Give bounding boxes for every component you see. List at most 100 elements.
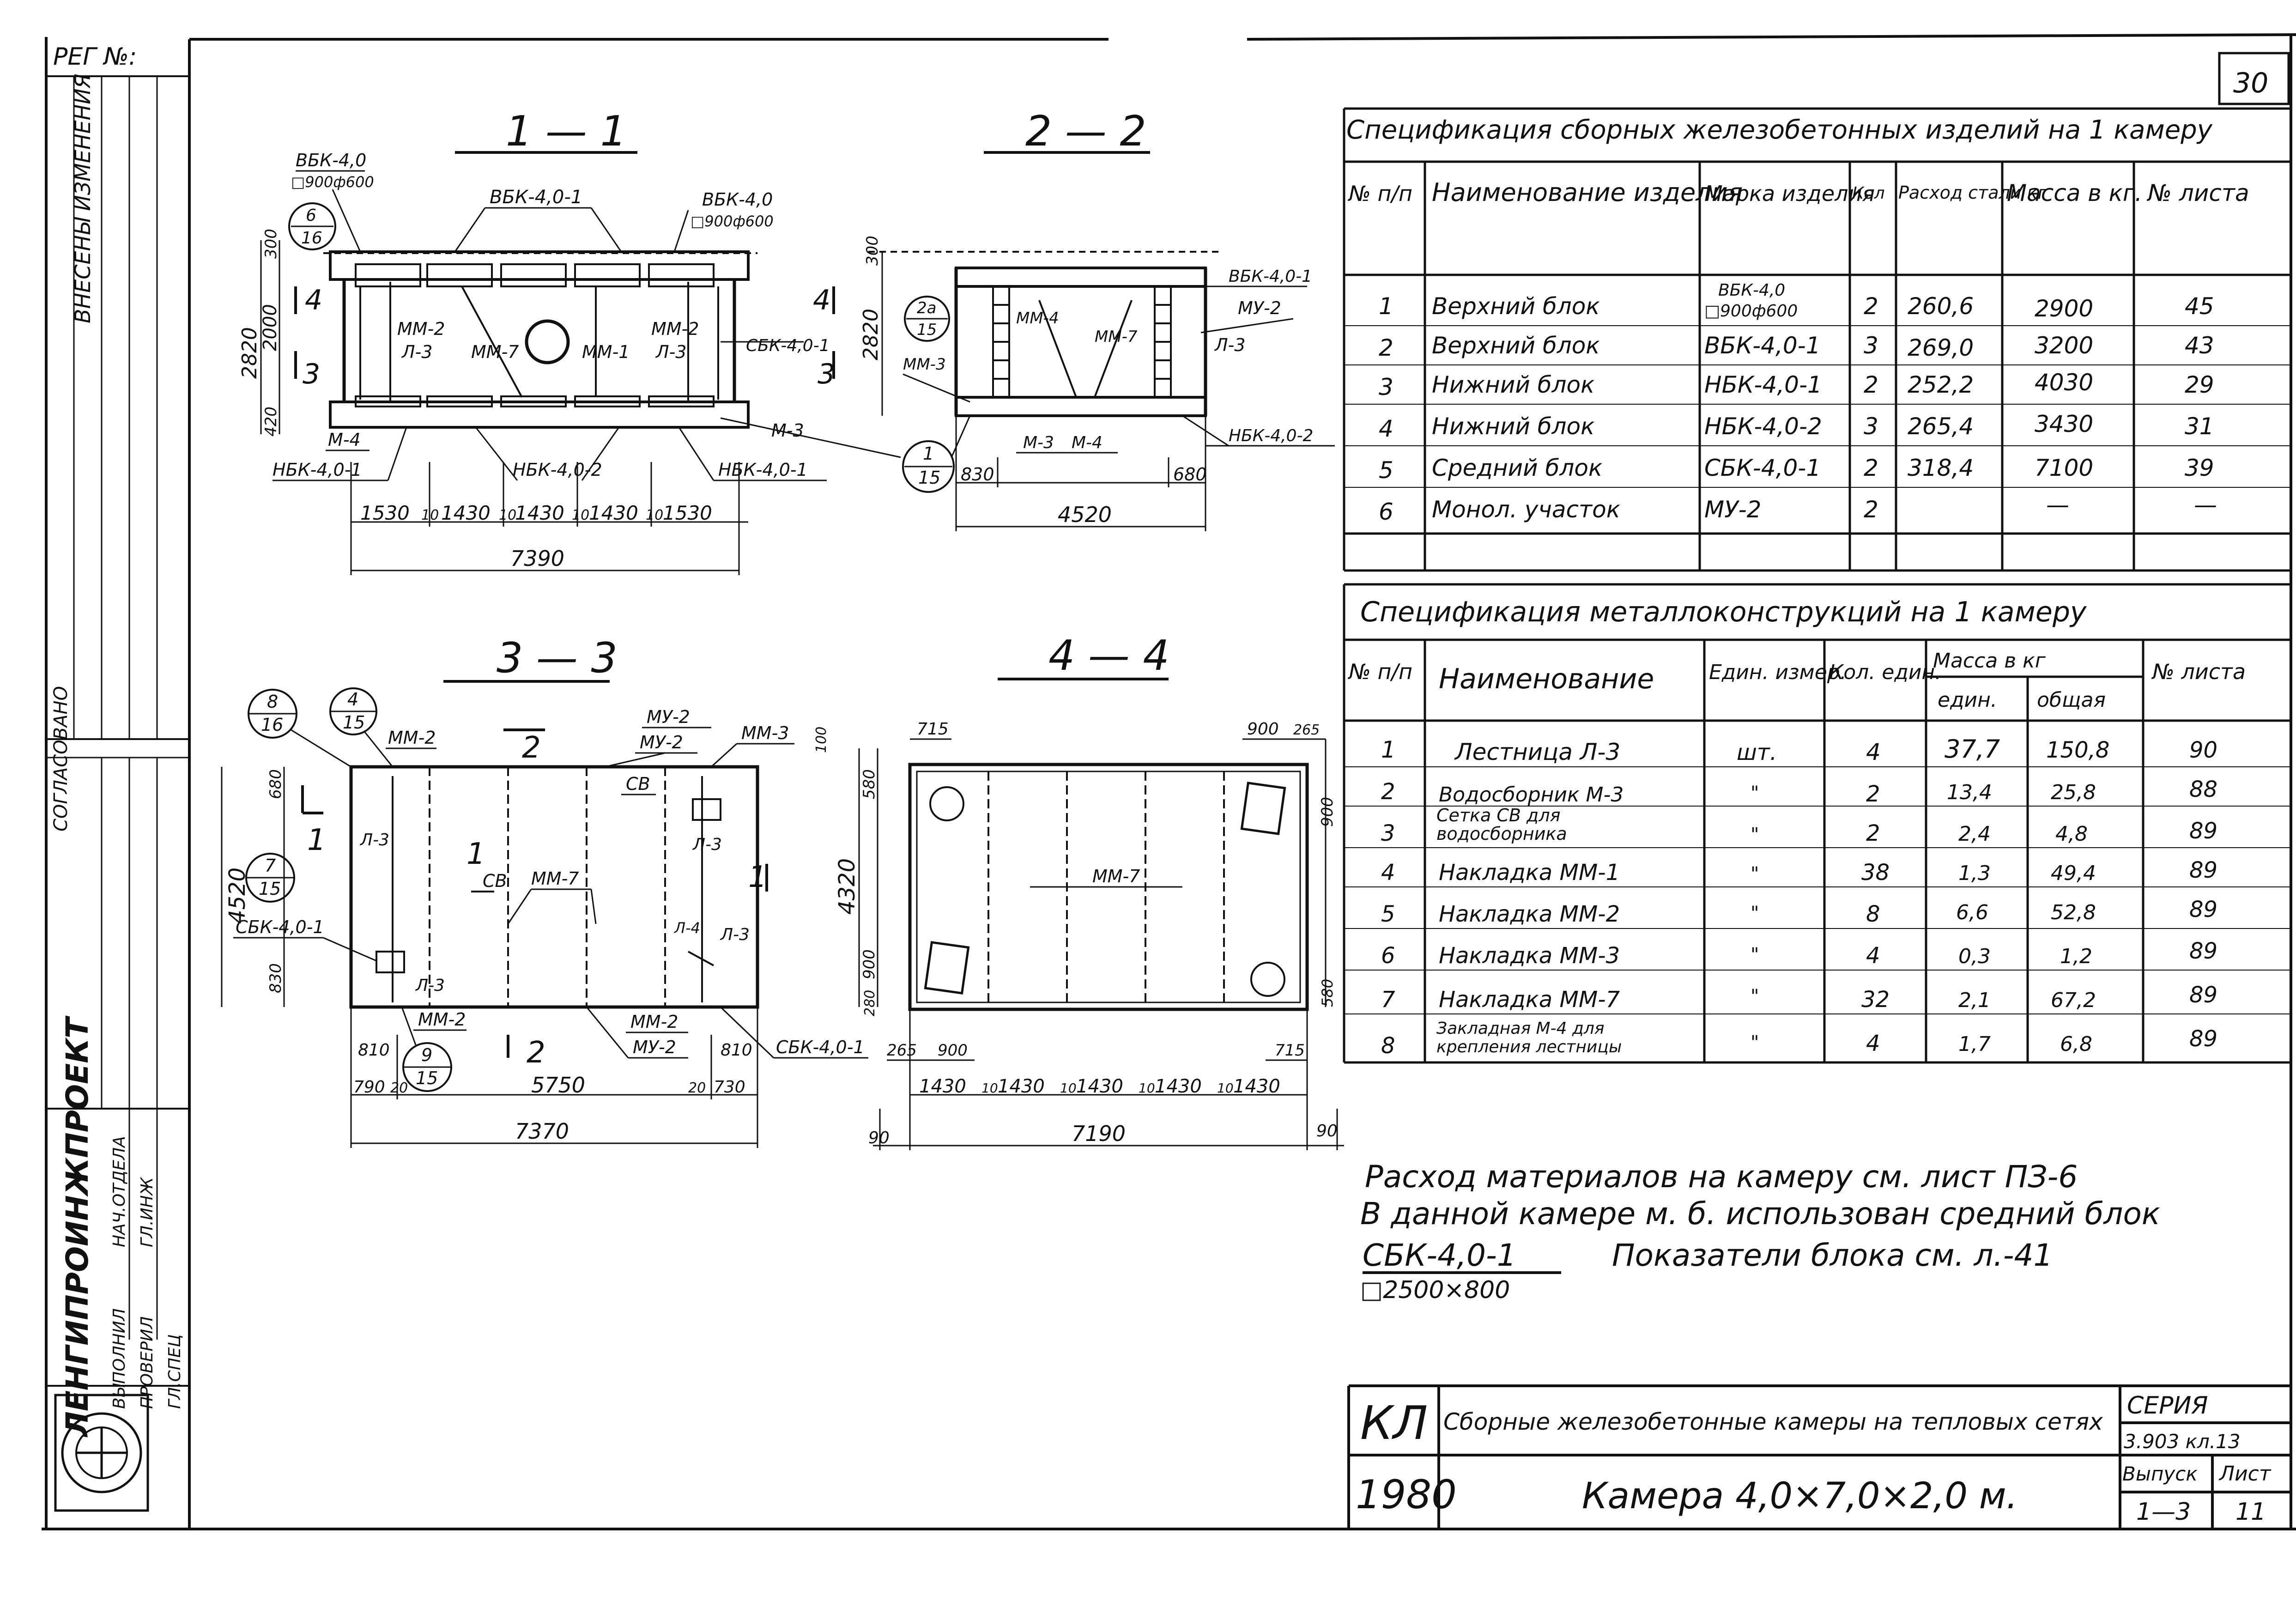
cell-qty: 2 — [1864, 293, 1878, 320]
cell-unit: " — [1751, 824, 1759, 845]
cell-no: 6 — [1379, 498, 1393, 525]
cell-name: Закладная М-4 для — [1436, 1019, 1605, 1038]
cell-name: Сетка СВ для — [1436, 805, 1560, 825]
cell-mass: — — [2046, 492, 2069, 518]
cell-qty: 4 — [1866, 1031, 1880, 1056]
s33-sbk401-right: СБК-4,0-1 — [776, 1037, 865, 1057]
tb-name: Камера 4,0×7,0×2,0 м. — [1582, 1475, 2017, 1517]
cell-no: 1 — [1381, 736, 1396, 763]
cell-qty: 3 — [1864, 413, 1878, 440]
s44-hatch-circle-tl — [929, 786, 964, 821]
table-row: 3 Нижний блок НБК-4,0-1 2 252,2 4030 29 — [1379, 369, 2214, 400]
s33-mu2-top2: МУ-2 — [640, 732, 683, 752]
section-2-2-title: 2 — 2 — [1025, 107, 1146, 156]
spec-precast-h-mass: Масса в кг. — [2007, 180, 2142, 206]
spec-precast-h-sheet: № листа — [2146, 180, 2249, 206]
s22-mm3: ММ-3 — [903, 355, 946, 374]
cell-name: Водосборник М-3 — [1439, 783, 1624, 807]
s22-callout-b — [902, 440, 955, 493]
s11-vbk40-label: ВБК-4,0 — [296, 150, 366, 170]
s11-mm7: ММ-7 — [471, 342, 519, 362]
s44-dim-w-total: 7190 — [1072, 1121, 1126, 1146]
s33-l3c: Л-3 — [415, 976, 445, 995]
s44-dim-g3: 10 — [1139, 1080, 1155, 1096]
sheet-number: 30 — [2233, 67, 2268, 99]
spec-metal-h-no: № п/п — [1347, 659, 1412, 684]
cell-sheet: 89 — [2189, 818, 2217, 844]
sheet-number-box: 30 — [2218, 52, 2290, 105]
s22-dim-w-right: 680 — [1173, 464, 1207, 485]
table-row: 4 Нижний блок НБК-4,0-2 3 265,4 3430 31 — [1379, 411, 2214, 442]
s11-l3-right: Л-3 — [655, 342, 686, 362]
spec-precast-h-name: Наименование изделия — [1432, 178, 1743, 207]
cell-qty: 38 — [1861, 860, 1890, 886]
cell-m-total: 1,2 — [2060, 945, 2092, 968]
stamp-line-2: ПРОВЕРИЛ — [138, 1317, 157, 1409]
s22-l3: Л-3 — [1214, 335, 1245, 355]
s11-dim-h-bot: 420 — [262, 407, 280, 437]
cell-m-unit: 2,1 — [1958, 989, 1991, 1012]
s33-cut2-bot: 2 — [527, 1036, 545, 1070]
cell-name: Накладка ММ-3 — [1439, 943, 1620, 969]
cell-m-total: 52,8 — [2051, 901, 2096, 924]
s33-callout-1-den: 16 — [261, 715, 283, 735]
s44-dim-h-top: 100 — [813, 727, 830, 753]
s11-dim-g2: 10 — [499, 507, 516, 523]
cell-m-unit: 0,3 — [1958, 945, 1991, 968]
s11-dim-w5: 1530 — [663, 502, 712, 524]
s33-dim-sub-left: 790 — [353, 1078, 385, 1097]
cell-unit: " — [1751, 944, 1759, 965]
s22-callout-b-num: 1 — [923, 443, 934, 464]
spec-metal-table: Спецификация металлоконструкций на 1 кам… — [1343, 583, 2291, 1064]
s11-vbk401-label: ВБК-4,0-1 — [490, 187, 582, 208]
stamp-org: ЛЕНГИПРОИНЖПРОЕКТ — [60, 1015, 95, 1438]
s11-mm2-right: ММ-2 — [651, 319, 699, 339]
s44-dim-bot-left2: 900 — [938, 1041, 968, 1060]
cell-sheet: 90 — [2189, 737, 2217, 763]
cell-qty: 2 — [1864, 496, 1878, 523]
s44-dim-h-total: 4320 — [834, 858, 860, 915]
s33-callout-2 — [329, 687, 377, 735]
s33-dim-h-bot: 830 — [267, 963, 285, 993]
cell-name: Нижний блок — [1432, 371, 1594, 398]
spec-precast-rows: 1 Верхний блок ВБК-4,0 □900ф600 2 260,6 … — [1379, 281, 2217, 525]
s11-m4: М-4 — [328, 430, 361, 450]
note-line-4: □2500×800 — [1360, 1276, 1510, 1304]
cell-sheet: 89 — [2189, 938, 2217, 964]
cell-steel: 260,6 — [1908, 293, 1974, 320]
s44-dim-w2: 1430 — [998, 1076, 1045, 1097]
cell-steel: 252,2 — [1908, 371, 1974, 398]
table-row: 5 Накладка ММ-2 " 8 6,6 52,8 89 — [1381, 897, 2217, 927]
tb-year: 1980 — [1356, 1472, 1457, 1518]
section-4-4: 4 — 4 ММ-7 715 900 265 4320 100 580 900 … — [813, 631, 1344, 1150]
s11-dim-w-total: 7390 — [510, 546, 564, 571]
cell-name: Средний блок — [1432, 455, 1602, 481]
cell-no: 5 — [1381, 901, 1395, 927]
cell-name: Накладка ММ-1 — [1439, 860, 1620, 886]
cell-qty: 2 — [1864, 371, 1878, 398]
s44-dim-w5: 1430 — [1233, 1076, 1280, 1097]
cell-sheet: 39 — [2185, 455, 2214, 481]
cell-steel: 265,4 — [1908, 413, 1974, 440]
cell-name: Нижний блок — [1432, 413, 1594, 440]
table-row: 8 Закладная М-4 для крепления лестницы "… — [1381, 1019, 2217, 1059]
spec-metal-h-name: Наименование — [1439, 663, 1654, 695]
s33-l3a: Л-3 — [359, 831, 389, 850]
s11-dim-w3: 1430 — [515, 502, 564, 524]
cell-m-total: 6,8 — [2060, 1032, 2092, 1056]
cell-name: Верхний блок — [1432, 293, 1600, 320]
cell-unit: " — [1751, 986, 1759, 1007]
cell-mark: НБК-4,0-2 — [1704, 413, 1822, 440]
cell-sheet: 45 — [2185, 293, 2214, 320]
cell-name: Верхний блок — [1432, 332, 1600, 359]
s44-dim-g4: 10 — [1217, 1080, 1234, 1096]
tb-kl: КЛ — [1360, 1396, 1428, 1450]
s44-mm7: ММ-7 — [1092, 866, 1140, 886]
s33-sv-mid: СВ — [483, 871, 507, 891]
s11-cut3-right: 3 — [818, 358, 835, 390]
s22-dim-w-left: 830 — [961, 464, 994, 485]
org-logo — [54, 1394, 149, 1512]
s33-mu2-top1: МУ-2 — [647, 707, 690, 727]
tb-issue-label: Выпуск — [2122, 1462, 2198, 1485]
s22-mu2: МУ-2 — [1238, 298, 1281, 318]
